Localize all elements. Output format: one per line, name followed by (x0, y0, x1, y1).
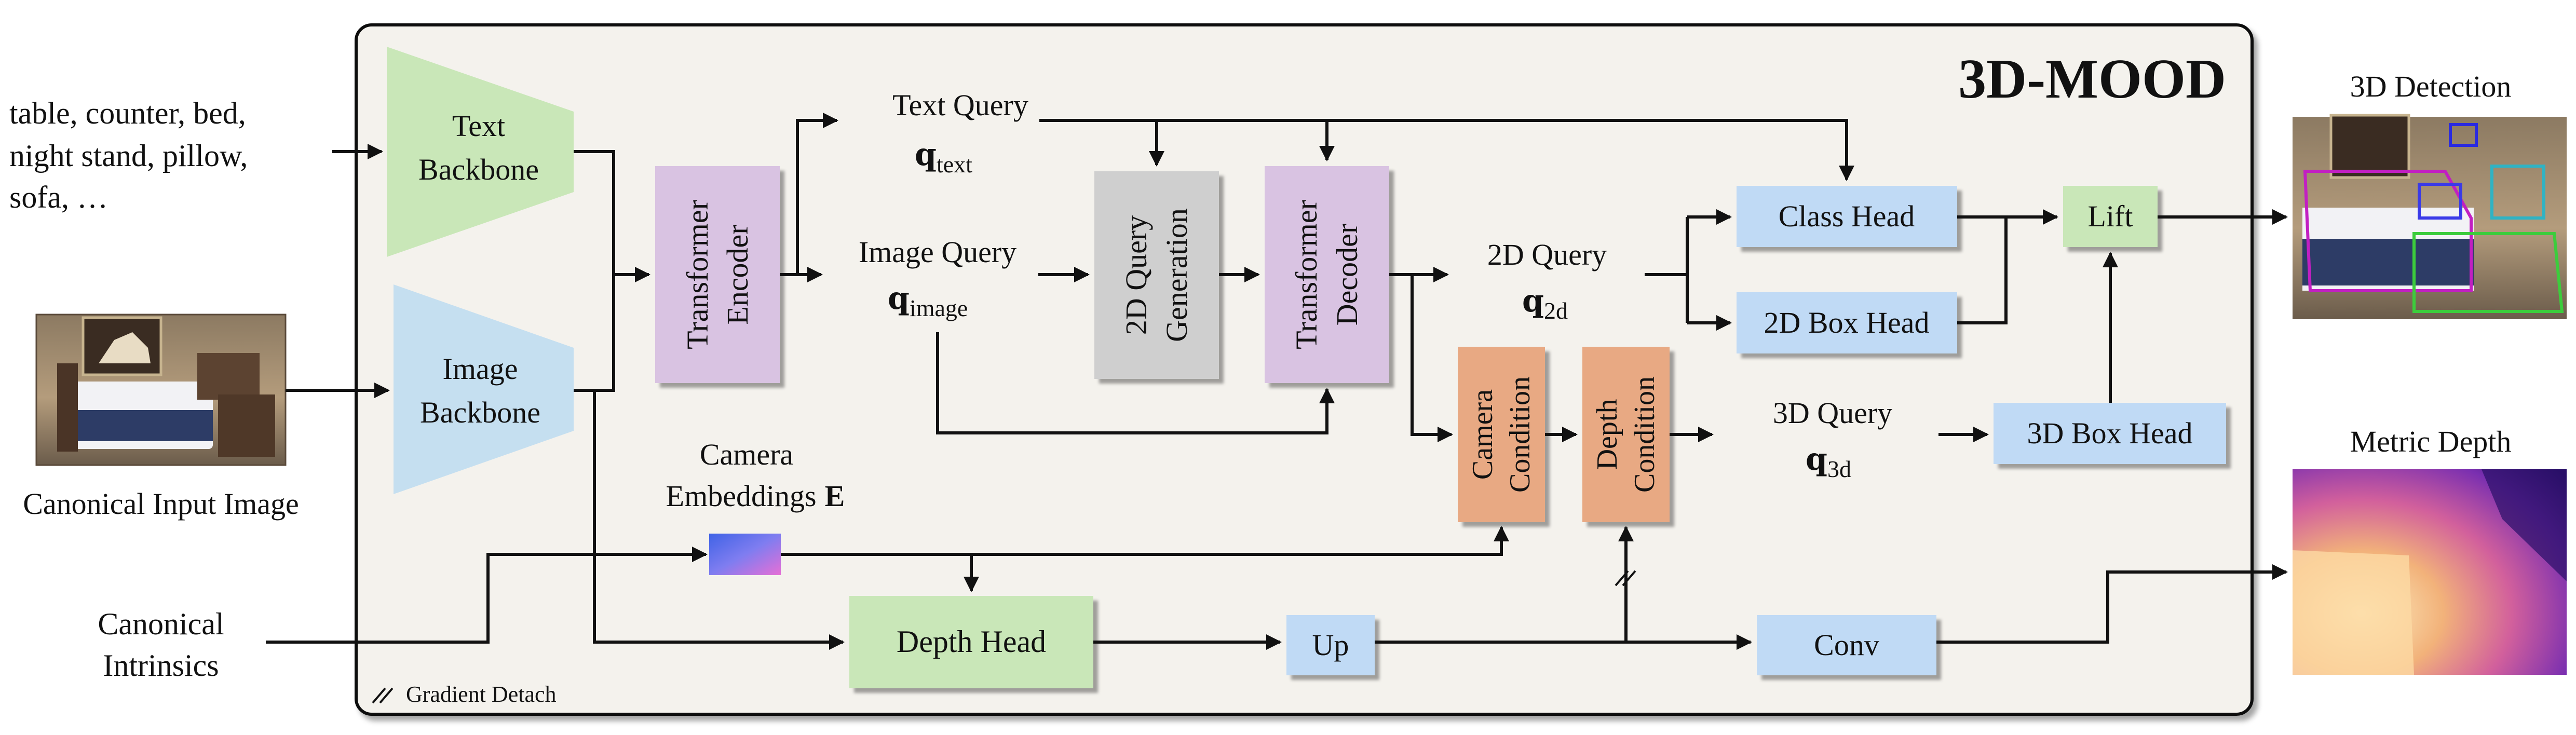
camera-embeddings-symbol: E (825, 479, 845, 513)
camera-condition-label: Condition (1504, 376, 1536, 493)
query-subscript: image (910, 295, 968, 321)
query-symbol: q (888, 280, 910, 317)
lift-label: Lift (2088, 199, 2133, 233)
intrinsics-line: Intrinsics (103, 648, 219, 683)
text-backbone-block (387, 47, 574, 257)
query-3d-label: 3D Query (1773, 396, 1892, 430)
gradient-detach-legend-mark (379, 687, 394, 704)
box-head-2d-block (1737, 292, 1957, 353)
image-query-label: Image Query (859, 235, 1016, 269)
class-head-label: Class Head (1779, 199, 1915, 233)
image-backbone-label: Backbone (420, 396, 540, 429)
diagram-title: 3D-MOOD (1958, 48, 2226, 110)
gradient-detach-legend-label: Gradient Detach (406, 682, 557, 707)
intrinsics-line: Canonical (98, 607, 224, 641)
conv-block (1757, 615, 1936, 675)
up-block (1286, 615, 1375, 675)
input-image-caption: Canonical Input Image (23, 487, 299, 521)
query-subscript: 3d (1827, 456, 1851, 482)
text-query-symbol: qtext (915, 137, 972, 178)
depth-condition-label: Condition (1629, 376, 1661, 493)
input-image-thumbnail (35, 314, 287, 466)
image-backbone-block (394, 284, 574, 494)
text-query-label: Text Query (892, 88, 1028, 122)
transformer-encoder-label: Encoder (721, 224, 754, 324)
camera-embeddings-swatch (709, 534, 781, 575)
text-prompt-line: sofa, … (9, 180, 108, 214)
transformer-decoder-block (1265, 166, 1389, 383)
up-label: Up (1312, 628, 1349, 662)
image-backbone-label: Image (443, 352, 518, 386)
text-backbone-label: Backbone (418, 153, 539, 186)
depth-output-title: Metric Depth (2350, 425, 2512, 458)
lift-block (2063, 186, 2158, 247)
query-symbol: q (1806, 441, 1827, 478)
text-backbone-label: Text (452, 109, 505, 143)
camera-embeddings-word: Embeddings (666, 479, 817, 513)
query-generation-2d-label: 2D Query (1119, 215, 1153, 335)
depth-condition-label: Depth (1591, 399, 1623, 470)
text-prompt: table, counter, bed, night stand, pillow… (9, 96, 248, 214)
query-generation-2d-block (1094, 171, 1219, 379)
query-symbol: q (915, 137, 937, 173)
query-subscript: 2d (1544, 297, 1568, 324)
query-generation-2d-label: Generation (1160, 208, 1194, 342)
gradient-detach-legend-mark (372, 687, 386, 704)
box-head-2d-label: 2D Box Head (1764, 306, 1930, 339)
image-query-symbol: qimage (888, 280, 968, 321)
depth-output-thumbnail (2293, 469, 2567, 675)
connectors (266, 113, 2288, 650)
transformer-encoder-block (655, 166, 780, 383)
camera-condition-block (1458, 347, 1545, 522)
query-3d-symbol: q3d (1806, 441, 1851, 482)
class-head-block (1737, 186, 1957, 247)
detection-output-thumbnail (2293, 114, 2567, 319)
depth-head-label: Depth Head (897, 624, 1046, 659)
camera-condition-label: Camera (1467, 389, 1499, 480)
depth-condition-block (1582, 347, 1670, 522)
transformer-decoder-label: Decoder (1330, 224, 1364, 325)
query-symbol: q (1522, 283, 1544, 319)
text-prompt-line: table, counter, bed, (9, 96, 246, 130)
query-subscript: text (937, 151, 972, 178)
box-head-3d-block (1994, 403, 2226, 464)
text-prompt-line: night stand, pillow, (9, 139, 248, 173)
depth-head-block (849, 596, 1093, 688)
camera-embeddings-label: Camera (700, 438, 793, 471)
box-head-3d-label: 3D Box Head (2027, 416, 2193, 450)
query-2d-symbol: q2d (1522, 283, 1568, 324)
query-2d-label: 2D Query (1487, 238, 1607, 271)
transformer-decoder-label: Transformer (1290, 200, 1323, 349)
detection-output-title: 3D Detection (2350, 70, 2512, 103)
conv-label: Conv (1814, 628, 1879, 662)
transformer-encoder-label: Transformer (681, 200, 714, 349)
